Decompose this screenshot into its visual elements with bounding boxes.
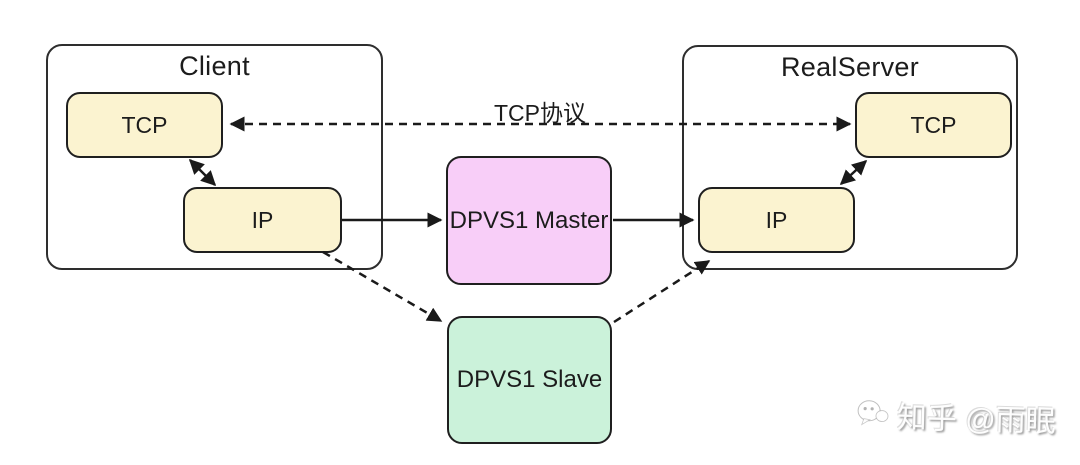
realserver-ip-node: IP xyxy=(698,187,855,253)
edge-slave-realserverip xyxy=(613,259,711,324)
watermark: 知乎 @雨眠 xyxy=(855,391,1056,440)
dpvs1-slave-node: DPVS1 Slave xyxy=(447,316,612,444)
client-title: Client xyxy=(179,51,250,81)
realserver-title: RealServer xyxy=(780,52,920,82)
realserver-tcp-node: TCP xyxy=(855,92,1012,158)
zhihu-logo-icon xyxy=(856,398,891,429)
client-ip-node: IP xyxy=(183,187,342,253)
dpvs1-master-node: DPVS1 Master xyxy=(446,156,612,285)
client-tcp-node: TCP xyxy=(66,92,223,158)
watermark-text: 知乎 @雨眠 xyxy=(896,401,1057,439)
tcp-protocol-label: TCP协议 xyxy=(494,100,586,126)
